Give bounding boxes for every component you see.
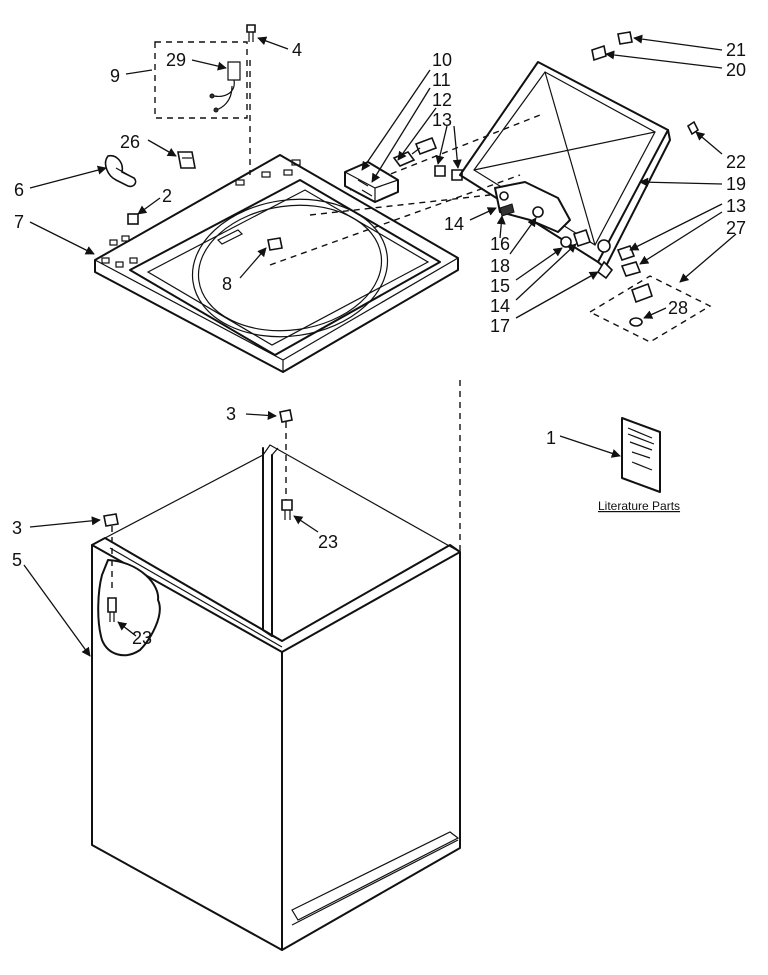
- callout-10: 10: [432, 50, 452, 70]
- screw-icon: [267, 237, 283, 251]
- callout-18: 18: [490, 256, 510, 276]
- lid-switch-icon: [344, 136, 438, 203]
- literature-booklet-icon: [621, 417, 661, 493]
- screw-icon: [107, 597, 117, 622]
- screw-icon: [103, 409, 293, 558]
- callout-1: 1: [546, 428, 556, 448]
- callout-22: 22: [726, 152, 746, 172]
- screw-icon: [246, 24, 256, 42]
- hinge-kit-box: [588, 275, 712, 343]
- top-panel-icon: [94, 60, 541, 373]
- callout-14-upper: 14: [444, 214, 464, 234]
- leader-lines: [23, 34, 737, 657]
- clip-icon: [177, 151, 196, 169]
- callout-26: 26: [120, 132, 140, 152]
- callout-23-lower: 23: [132, 628, 152, 648]
- literature-parts-caption: Literature Parts: [598, 499, 680, 513]
- callout-5: 5: [12, 550, 22, 570]
- callout-11: 11: [432, 70, 451, 90]
- callout-13-right: 13: [726, 196, 746, 216]
- callout-labels: 4 29 9 10 11 12 13 26 6 2 7 8 21 20 22 1…: [12, 40, 746, 648]
- callout-23-upper: 23: [318, 532, 338, 552]
- callout-16: 16: [490, 234, 510, 254]
- callout-17: 17: [490, 316, 510, 336]
- lid-icon: [459, 31, 700, 280]
- harness-detail-box: [154, 41, 248, 119]
- callout-3-lower: 3: [12, 518, 22, 538]
- callout-13-upper: 13: [432, 110, 452, 130]
- callout-28: 28: [668, 298, 688, 318]
- callout-27: 27: [726, 218, 746, 238]
- screw-icon: [434, 165, 463, 181]
- callout-6: 6: [14, 180, 24, 200]
- callout-15: 15: [490, 276, 510, 296]
- callout-20: 20: [726, 60, 746, 80]
- callout-7: 7: [14, 212, 24, 232]
- callout-14-lower: 14: [490, 296, 510, 316]
- callout-3-upper: 3: [226, 404, 236, 424]
- callout-29: 29: [166, 50, 186, 70]
- nut-icon: [127, 213, 139, 225]
- callout-19: 19: [726, 174, 746, 194]
- callout-4: 4: [292, 40, 302, 60]
- clip-icon: [104, 154, 137, 188]
- callout-8: 8: [222, 274, 232, 294]
- callout-12: 12: [432, 90, 452, 110]
- cabinet-icon: [91, 380, 461, 951]
- callout-9: 9: [110, 66, 120, 86]
- callout-2: 2: [162, 186, 172, 206]
- callout-21: 21: [726, 40, 746, 60]
